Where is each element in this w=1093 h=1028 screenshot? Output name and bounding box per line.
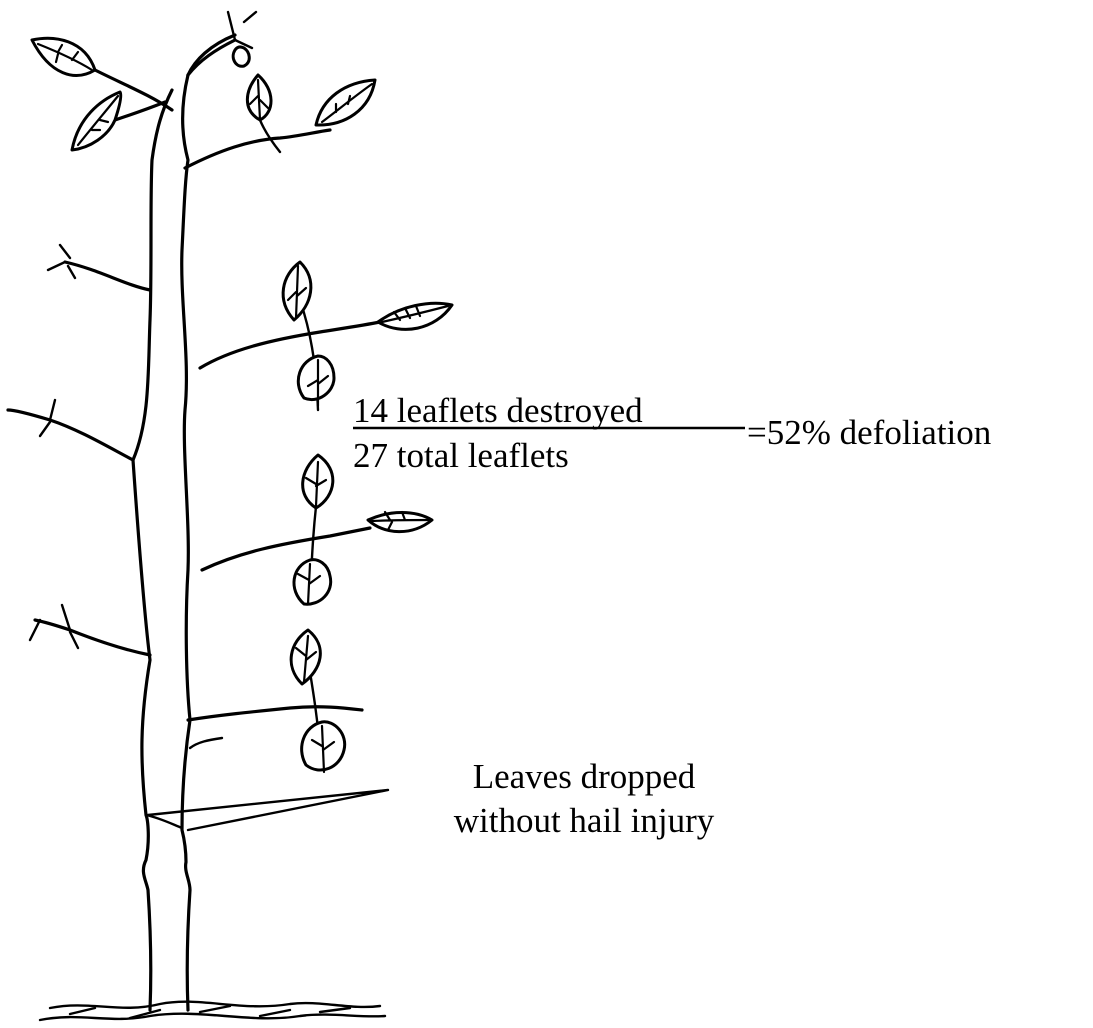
leaflet-low-top	[291, 630, 320, 684]
callout-line-2: without hail injury	[454, 801, 715, 840]
equation-numerator: 14 leaflets destroyed	[353, 391, 643, 430]
leaflet-mid-upper-right	[378, 303, 452, 329]
leaflet-mid-right	[368, 512, 432, 532]
right-branches	[185, 12, 380, 770]
main-stem	[133, 35, 235, 1010]
leaflet-mid-top	[303, 455, 333, 508]
leaflet-low-bottom	[302, 722, 345, 772]
callout-label: Leaves dropped without hail injury	[454, 757, 715, 840]
ground-line	[40, 1002, 385, 1020]
leaflet-top-left	[32, 38, 95, 75]
equation-result: =52% defoliation	[747, 413, 991, 452]
leaflet-top-right	[316, 80, 375, 125]
leaflet-upper-left	[72, 92, 121, 150]
defoliation-equation: 14 leaflets destroyed 27 total leaflets …	[353, 391, 991, 475]
callout-line-1: Leaves dropped	[473, 757, 696, 796]
leaflet-mid-bottom	[294, 560, 331, 605]
left-branches	[8, 70, 222, 748]
leaflet-mid-upper-bottom	[298, 356, 334, 406]
leaflet-bud	[233, 47, 249, 66]
equation-denominator: 27 total leaflets	[353, 436, 569, 475]
leaflet-mid-upper-top	[283, 262, 311, 320]
